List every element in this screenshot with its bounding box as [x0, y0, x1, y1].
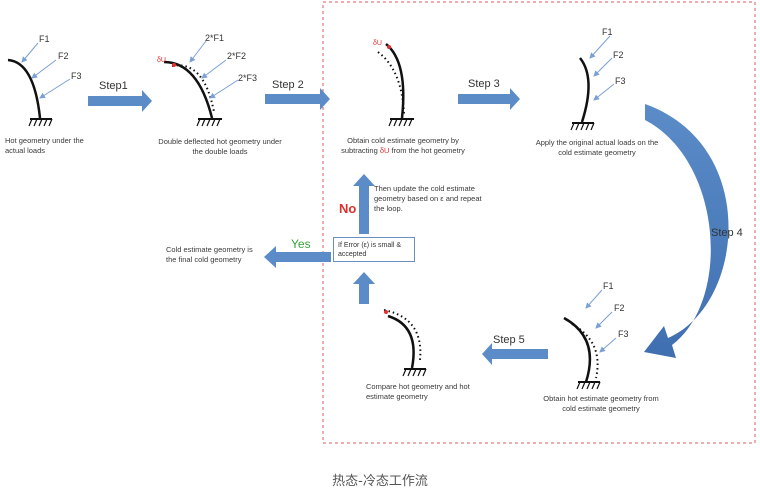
force-label-f3: F3 — [71, 71, 82, 81]
up-arrow-no-loop — [353, 174, 375, 234]
decision-no-label: No — [339, 201, 357, 216]
force-label-f2: F2 — [613, 50, 624, 60]
force-label-f2: F2 — [58, 51, 69, 61]
step3-label: Step 3 — [468, 78, 500, 90]
beam-hot-estimate — [563, 289, 617, 390]
step5-arrow — [482, 343, 548, 365]
iteration-loop-border — [322, 1, 756, 444]
step2-arrow — [265, 88, 330, 110]
beam-hot-geometry — [7, 42, 71, 127]
force-label-f3: F3 — [618, 329, 629, 339]
force-label-f2: F2 — [614, 303, 625, 313]
caption-final-geometry: Cold estimate geometry is the final cold… — [166, 245, 253, 264]
caption-cold-estimate: Obtain cold estimate geometry by subtrac… — [341, 136, 465, 155]
force-label-f1: F1 — [602, 27, 613, 37]
yes-arrow — [264, 246, 331, 268]
delta-u-label: δU — [157, 57, 166, 64]
force-label-2f1: 2*F1 — [205, 33, 225, 43]
beam-double-deflected — [163, 40, 239, 127]
force-label-2f3: 2*F3 — [238, 73, 258, 83]
delta-u-label: δU — [373, 40, 382, 47]
step4-curved-arrow — [644, 104, 729, 358]
step1-label: Step1 — [99, 80, 128, 92]
beam-cold-estimate — [377, 43, 414, 127]
figure-caption: 热态-冷态工作流 — [332, 474, 428, 489]
caption-double-deflected: Double deflected hot geometry under the … — [158, 137, 282, 156]
force-label-f1: F1 — [603, 281, 614, 291]
beam-compare — [383, 309, 427, 377]
error-check-box: If Error (ε) is small & accepted — [333, 237, 415, 262]
step5-label: Step 5 — [493, 334, 525, 346]
force-label-f1: F1 — [39, 34, 50, 44]
caption-hot-estimate: Obtain hot estimate geometry from cold e… — [543, 394, 659, 413]
up-arrow-to-error — [353, 272, 375, 304]
force-label-f3: F3 — [615, 76, 626, 86]
caption-hot-geometry: Hot geometry under the actual loads — [5, 136, 84, 155]
beam-cold-with-loads — [570, 35, 615, 131]
step4-label: Step 4 — [711, 227, 743, 239]
decision-yes-label: Yes — [291, 237, 311, 251]
step1-arrow — [88, 90, 152, 112]
step3-arrow — [458, 88, 520, 110]
force-label-2f2: 2*F2 — [227, 51, 247, 61]
caption-update-loop: Then update the cold estimate geometry b… — [374, 184, 482, 213]
caption-compare: Compare hot geometry and hot estimate ge… — [366, 382, 470, 401]
caption-apply-loads: Apply the original actual loads on the c… — [535, 138, 659, 157]
step2-label: Step 2 — [272, 79, 304, 91]
